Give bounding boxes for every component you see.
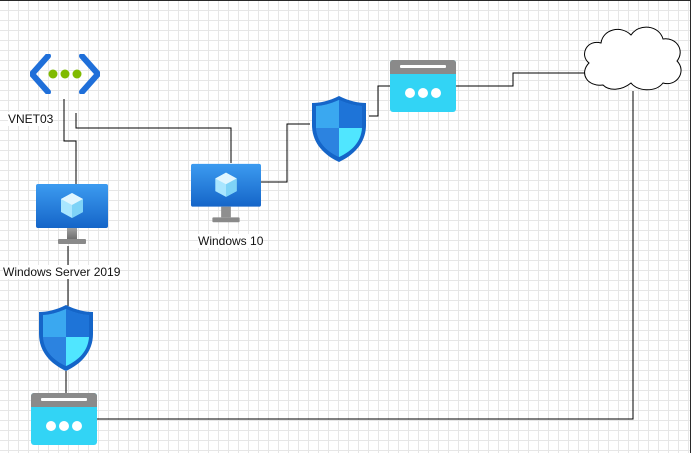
gateway-icon <box>31 393 97 445</box>
vnet-label: VNET03 <box>8 112 54 126</box>
link-vnet-windows10 <box>75 113 232 163</box>
windows10-node[interactable] <box>191 163 261 225</box>
monitor-icon <box>191 163 261 223</box>
windows-server-node[interactable] <box>36 184 108 246</box>
link-gateway-cloud <box>456 72 585 87</box>
windows-server-label: Windows Server 2019 <box>3 265 121 279</box>
link-windows10-shield <box>261 123 310 183</box>
gateway-top-node[interactable] <box>390 60 456 112</box>
link-shield-gateway-top <box>369 85 390 117</box>
firewall-left-node[interactable] <box>37 304 95 372</box>
link-cloud-gateway-bottom <box>96 91 634 420</box>
link-vnet-server <box>63 99 77 184</box>
internet-cloud-node[interactable] <box>575 21 687 93</box>
vnet-node[interactable] <box>30 54 100 94</box>
gateway-bottom-node[interactable] <box>31 393 97 445</box>
windows10-label: Windows 10 <box>198 234 264 248</box>
shield-icon <box>312 96 366 162</box>
virtual-network-icon <box>30 54 100 94</box>
cloud-icon <box>584 26 682 91</box>
monitor-icon <box>36 184 108 244</box>
firewall-top-node[interactable] <box>310 95 368 163</box>
gateway-icon <box>390 60 456 112</box>
shield-icon <box>39 305 93 371</box>
